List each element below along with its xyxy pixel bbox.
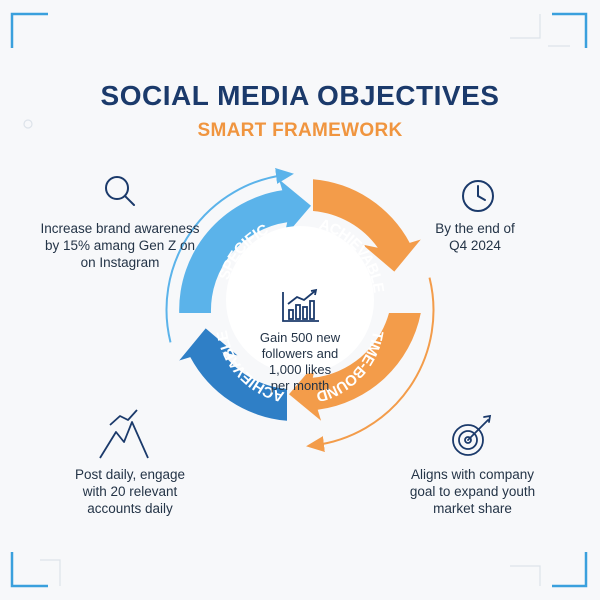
center-goal-text: Gain 500 new followers and 1,000 likes p… [259, 330, 341, 393]
segment-achievable-top [313, 179, 421, 272]
note-achievable: Post daily, engage with 20 relevant acco… [74, 467, 186, 516]
magnifier-icon [105, 176, 135, 206]
clock-icon [462, 180, 494, 212]
target-icon [452, 414, 492, 456]
bar-chart-icon [282, 288, 319, 322]
note-time: By the end of Q4 2024 [435, 221, 515, 253]
segment-time-bound [289, 313, 421, 421]
segment-achievable-bottom [179, 328, 287, 421]
page-title: SOCIAL MEDIA OBJECTIVES [100, 80, 500, 111]
outer-arc-left [165, 167, 294, 343]
outer-arc-right [306, 277, 435, 453]
page-subtitle: SMART FRAMEWORK [197, 120, 403, 141]
mountain-icon [99, 409, 149, 459]
segment-specific [179, 179, 311, 313]
note-specific: Increase brand awareness by 15% amang Ge… [40, 221, 200, 270]
note-relevant: Aligns with company goal to expand youth… [409, 467, 536, 516]
center-circle [226, 226, 374, 374]
